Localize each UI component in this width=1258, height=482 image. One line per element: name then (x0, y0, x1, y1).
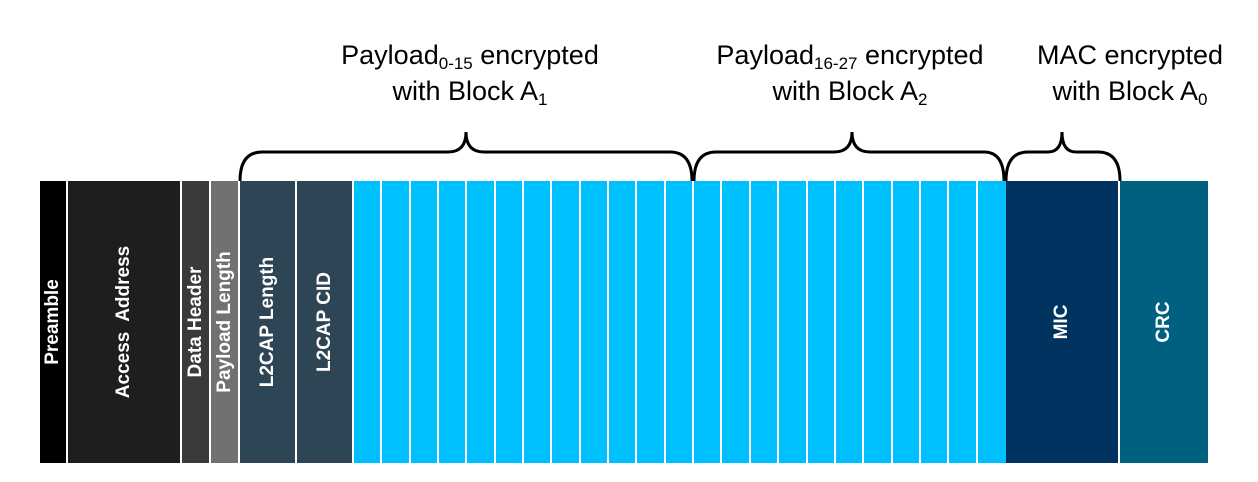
field-payload-length-label: Payload Length (213, 251, 235, 393)
payload-byte (524, 181, 553, 463)
payload-byte (354, 181, 383, 463)
payload-0-15-line1: Payload0-15 encrypted (341, 40, 599, 73)
mac-line1: MAC encrypted (1036, 40, 1224, 70)
payload-byte (892, 181, 921, 463)
payload-byte (665, 181, 695, 463)
payload-byte (920, 181, 950, 463)
payload-byte (722, 181, 751, 463)
field-data-header-label: Data Header (184, 266, 206, 378)
field-l2cap-cid: L2CAP CID (297, 181, 354, 463)
payload-byte (439, 181, 468, 463)
brace-payload-0-15 (238, 131, 694, 182)
field-preamble: Preamble (40, 181, 68, 463)
field-payload-length: Payload Length (211, 181, 240, 463)
field-mic: MIC (1005, 181, 1120, 463)
payload-0-15-line2: with Block A1 (392, 76, 548, 109)
payload-byte (609, 181, 638, 463)
payload-0-15-label: Payload0-15 encrypted with Block A1 (300, 37, 640, 109)
field-l2cap-length: L2CAP Length (240, 181, 297, 463)
field-access-address-label: Access Address (113, 245, 134, 399)
payload-byte (552, 181, 581, 463)
mac-label: MAC encrypted with Block A0 (1010, 37, 1250, 109)
payload-byte (637, 181, 666, 463)
payload-byte (949, 181, 978, 463)
payload-bytes (354, 181, 1006, 463)
payload-16-27-label: Payload16-27 encrypted with Block A2 (680, 37, 1020, 109)
packet-diagram: Preamble Access Address Data Header Payl… (40, 181, 1208, 463)
payload-byte (495, 181, 525, 463)
mac-line2: with Block A0 (1052, 76, 1208, 109)
payload-byte (977, 181, 1006, 463)
brace-mac (1004, 131, 1122, 182)
payload-byte (750, 181, 780, 463)
field-mic-label: MIC (1050, 304, 1072, 340)
payload-byte (807, 181, 836, 463)
field-data-header: Data Header (182, 181, 211, 463)
payload-byte (835, 181, 865, 463)
field-crc: CRC (1119, 181, 1208, 463)
payload-byte (694, 181, 723, 463)
payload-byte (467, 181, 496, 463)
field-crc-label: CRC (1152, 301, 1174, 343)
payload-byte (864, 181, 893, 463)
payload-byte (382, 181, 411, 463)
field-preamble-label: Preamble (42, 279, 63, 365)
payload-byte (580, 181, 610, 463)
payload-16-27-line2: with Block A2 (772, 76, 928, 109)
field-access-address: Access Address (68, 181, 182, 463)
brace-payload-16-27 (692, 131, 1006, 182)
field-l2cap-cid-label: L2CAP CID (313, 272, 335, 372)
field-l2cap-length-label: L2CAP Length (256, 256, 278, 388)
payload-byte (410, 181, 440, 463)
payload-byte (779, 181, 808, 463)
payload-16-27-line1: Payload16-27 encrypted (716, 40, 984, 73)
